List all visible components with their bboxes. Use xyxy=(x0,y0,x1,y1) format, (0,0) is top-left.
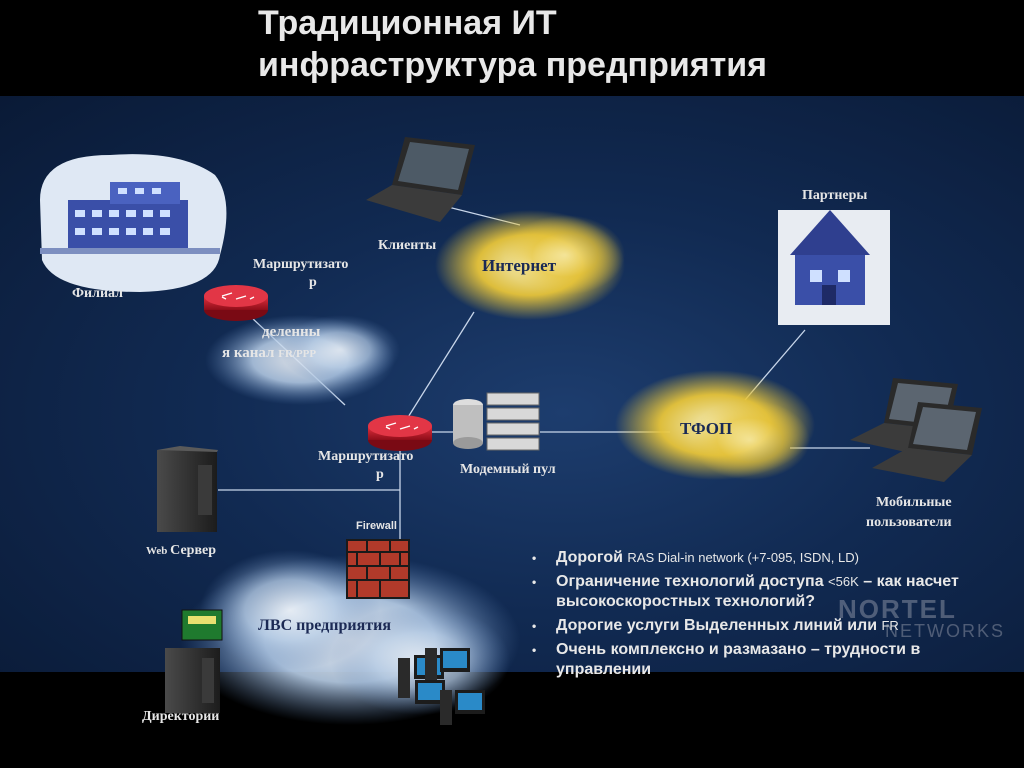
web-server-label-text: Сервер xyxy=(170,543,216,558)
bullet-text: Ограничение технологий доступа xyxy=(556,573,828,590)
directories-label: Директории xyxy=(142,709,219,725)
bullet-dot-icon: • xyxy=(532,616,536,636)
bullet-item: • Дорогой RAS Dial-in network (+7-095, IS… xyxy=(528,548,1008,568)
bullet-detail: <56K xyxy=(828,574,859,589)
mobile-users-label-l2: пользователи xyxy=(866,515,952,531)
bullet-text: Дорогой xyxy=(556,549,627,566)
router-top-label-l2: р xyxy=(309,275,317,291)
bullet-dot-icon: • xyxy=(532,640,536,660)
partners-label: Партнеры xyxy=(802,188,867,204)
web-server-label: Web Сервер xyxy=(146,543,216,559)
web-server-icon xyxy=(157,446,218,532)
bullet-dot-icon: • xyxy=(532,572,536,592)
bullet-item: •Ограничение технологий доступа <56K – к… xyxy=(528,572,1008,612)
bullet-item: • Очень комплексно и размазано – трудност… xyxy=(528,640,1008,680)
web-server-label-prefix: Web xyxy=(146,545,170,557)
router-top-label-l1: Маршрутизато xyxy=(253,257,348,273)
lan-label: ЛВС предприятия xyxy=(258,617,391,635)
bullet-detail: RAS Dial-in network (+7-095, ISDN, LD) xyxy=(627,550,859,565)
mobile-laptop-icon xyxy=(850,378,982,482)
modem-pool-label: Модемный пул xyxy=(460,462,556,478)
bullet-text: Дорогие услуги Выделенных линий или xyxy=(556,617,881,634)
router-main-icon xyxy=(368,415,432,451)
modem-pool-icon xyxy=(453,393,539,450)
branch-building-icon xyxy=(40,154,226,292)
directory-server-icon xyxy=(165,610,222,713)
pstn-label: ТФОП xyxy=(680,419,732,439)
leased-line-protocol: FR/PPP xyxy=(278,348,316,360)
leased-line-label-l1: деленны xyxy=(262,324,320,341)
leased-line-text: я канал xyxy=(222,345,278,361)
internet-label: Интернет xyxy=(482,256,556,276)
partners-house-icon xyxy=(778,210,890,325)
leased-line-label-l2: я канал FR/PPP xyxy=(222,345,316,362)
bullet-dot-icon: • xyxy=(532,548,536,568)
bullet-item: • Дорогие услуги Выделенных линий или FR xyxy=(528,616,1008,636)
drawbacks-list: • Дорогой RAS Dial-in network (+7-095, IS… xyxy=(528,548,1008,684)
clients-label: Клиенты xyxy=(378,238,436,254)
firewall-label: Firewall xyxy=(356,520,397,532)
branch-label: Филиал xyxy=(72,286,123,302)
router-main-label-l1: Маршрутизато xyxy=(318,449,413,465)
router-top-icon xyxy=(204,285,268,321)
firewall-icon xyxy=(347,540,409,598)
bullet-text: Очень комплексно и размазано – трудности… xyxy=(556,641,920,678)
mobile-users-label-l1: Мобильные xyxy=(876,495,952,511)
bullet-detail: FR xyxy=(881,618,898,633)
router-main-label-l2: р xyxy=(376,467,384,483)
